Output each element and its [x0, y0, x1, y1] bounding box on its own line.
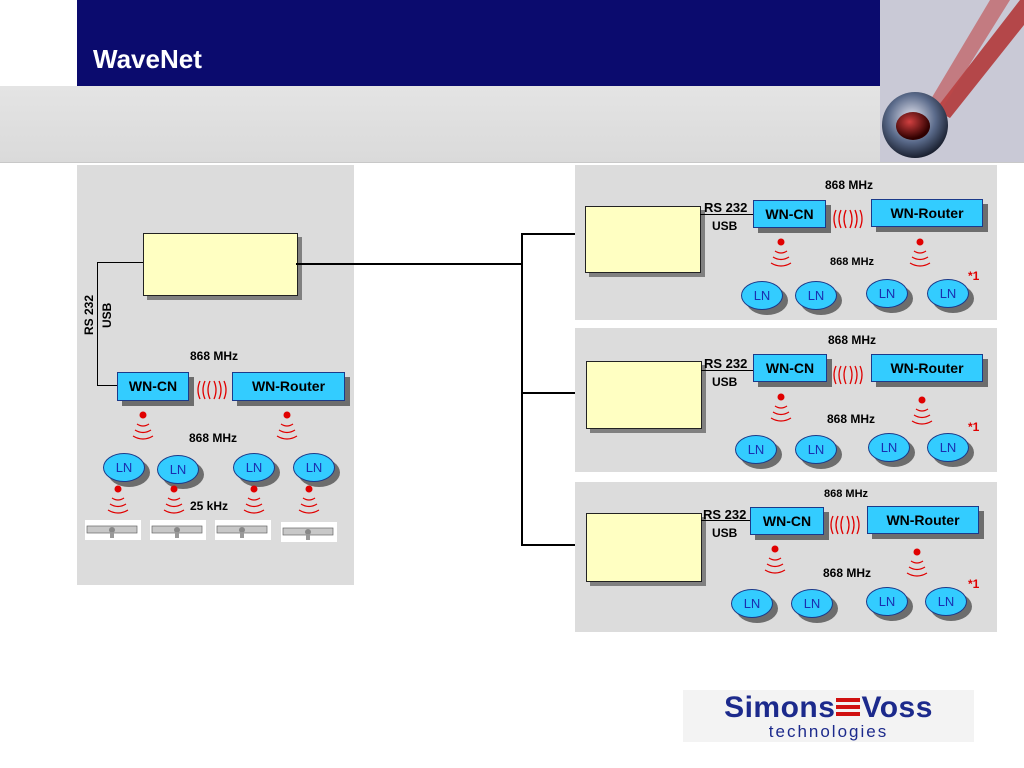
ln-node: LN: [293, 453, 335, 482]
footnote-marker: *1: [968, 269, 980, 283]
branch-line: [521, 392, 585, 394]
server-box: [586, 361, 702, 429]
cylinder-lock-icon: [215, 520, 271, 545]
logo-word-left: Simons: [724, 691, 836, 724]
freq-label: 868 MHz: [827, 412, 876, 426]
logo-subtitle: technologies: [768, 722, 889, 741]
link-line: [701, 520, 751, 521]
signal-icon: [275, 410, 299, 447]
rs232-label: RS 232: [704, 356, 748, 371]
freq-label: 868 MHz: [830, 256, 875, 268]
wave-icon: [832, 206, 864, 237]
usb-label: USB: [712, 375, 738, 389]
wn-router-node: WN-Router: [232, 372, 345, 401]
wave-icon: [196, 377, 228, 408]
signal-icon: [131, 410, 155, 447]
signal-icon: [763, 544, 787, 581]
wn-cn-node: WN-CN: [117, 372, 189, 401]
company-logo: Simons Voss technologies: [683, 690, 974, 742]
globe-icon: [882, 0, 1024, 158]
header-band: [0, 86, 1024, 163]
ln-node: LN: [157, 455, 199, 484]
wn-cn-node: WN-CN: [750, 507, 824, 535]
server-box: [586, 513, 702, 582]
freq-label: 868 MHz: [190, 349, 239, 363]
wn-cn-node: WN-CN: [753, 200, 826, 228]
wave-icon: [832, 362, 864, 393]
freq-label: 868 MHz: [828, 333, 877, 347]
left-link-vertical: [97, 262, 98, 386]
server-box: [143, 233, 298, 296]
signal-icon: [905, 547, 929, 584]
ln-node: LN: [735, 435, 777, 464]
ln-node: LN: [927, 433, 969, 462]
signal-icon: [908, 237, 932, 274]
branch-line: [521, 233, 584, 235]
trunk-line: [521, 233, 523, 545]
footnote-marker: *1: [968, 420, 980, 434]
freq-label: 868 MHz: [189, 431, 238, 445]
freq-label: 868 MHz: [823, 566, 872, 580]
logo-bars-icon: [836, 698, 861, 718]
wn-router-node: WN-Router: [867, 506, 979, 534]
logo-word-right: Voss: [861, 691, 933, 724]
corner-image: [880, 0, 1024, 162]
signal-icon: [242, 484, 266, 521]
ln-node: LN: [868, 433, 910, 462]
usb-label: USB: [712, 526, 738, 540]
freq-label: 868 MHz: [824, 488, 869, 500]
link-line: [296, 263, 522, 265]
right-panel-2: 868 MHz RS 232 USB WN-CN WN-Router 868 M…: [575, 328, 997, 472]
ln-node: LN: [925, 587, 967, 616]
server-box: [585, 206, 701, 273]
signal-icon: [769, 392, 793, 429]
ln-node: LN: [866, 279, 908, 308]
signal-icon: [297, 484, 321, 521]
wn-router-node: WN-Router: [871, 199, 983, 227]
page-title: WaveNet: [93, 44, 202, 74]
right-panel-1: 868 MHz RS 232 USB WN-CN WN-Router 868 M…: [575, 165, 997, 320]
left-link-bottom: [97, 385, 117, 386]
rs232-label: RS 232: [704, 200, 748, 215]
rs232-label: RS 232: [82, 294, 96, 335]
ln-node: LN: [233, 453, 275, 482]
signal-icon: [910, 395, 934, 432]
right-panel-3: 868 MHz RS 232 USB WN-CN WN-Router 868 M…: [575, 482, 997, 632]
wave-icon: [829, 512, 861, 543]
link-line: [700, 214, 754, 215]
ln-node: LN: [791, 589, 833, 618]
freq-label: 25 kHz: [190, 499, 229, 513]
left-link-top: [97, 262, 143, 263]
freq-label: 868 MHz: [825, 178, 874, 192]
signal-icon: [162, 484, 186, 521]
logo-wordmark: Simons Voss: [683, 690, 974, 726]
branch-line: [521, 544, 585, 546]
usb-label: USB: [100, 302, 114, 328]
ln-node: LN: [741, 281, 783, 310]
cylinder-lock-icon: [150, 520, 206, 545]
footnote-marker: *1: [968, 577, 980, 591]
header-bar: [77, 0, 880, 86]
ln-node: LN: [795, 435, 837, 464]
link-line: [701, 370, 754, 371]
ln-node: LN: [927, 279, 969, 308]
usb-label: USB: [712, 219, 738, 233]
signal-icon: [106, 484, 130, 521]
ln-node: LN: [866, 587, 908, 616]
ln-node: LN: [103, 453, 145, 482]
cylinder-lock-icon: [281, 522, 337, 547]
ln-node: LN: [731, 589, 773, 618]
wn-router-node: WN-Router: [871, 354, 983, 382]
wn-cn-node: WN-CN: [753, 354, 827, 382]
rs232-label: RS 232: [703, 507, 747, 522]
ln-node: LN: [795, 281, 837, 310]
cylinder-lock-icon: [85, 520, 141, 545]
signal-icon: [769, 237, 793, 274]
